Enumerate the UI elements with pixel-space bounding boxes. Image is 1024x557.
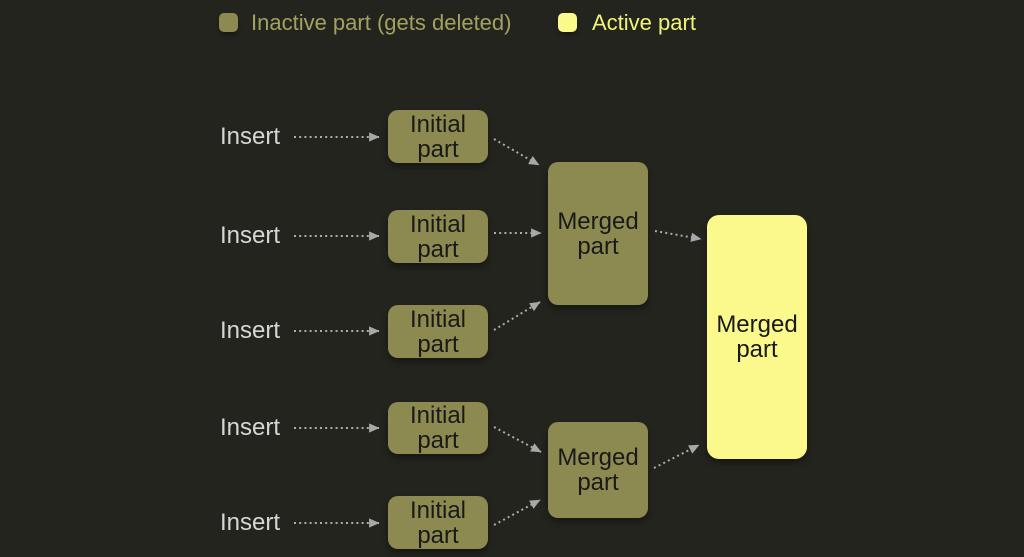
legend-active-swatch [558, 13, 577, 32]
arrow-initial3-merged1 [493, 301, 541, 331]
insert-label-2: Insert [220, 222, 281, 249]
arrow-merged1-final [654, 230, 702, 242]
initial-part-label: Initial part [409, 496, 467, 549]
merged-part-label: Merged part [557, 207, 639, 260]
initial-part-label: Initial part [409, 402, 467, 454]
initial-part-box-2: Initial part [388, 210, 488, 263]
insert-label-1: Insert [220, 123, 281, 150]
insert-label-5: Insert [220, 509, 281, 536]
legend-inactive-label: Inactive part (gets deleted) [251, 10, 512, 35]
merged-part-box-final: Merged part [707, 215, 807, 459]
insert-label-3: Insert [220, 317, 281, 344]
arrow-initial1-merged1 [493, 138, 540, 166]
initial-part-label: Initial part [409, 210, 467, 263]
merged-part-box-1: Merged part [548, 162, 648, 305]
merged-part-label: Merged part [557, 444, 639, 496]
legend-inactive-swatch [219, 13, 238, 32]
insert-label-4: Insert [220, 414, 281, 441]
merged-part-box-2: Merged part [548, 422, 648, 518]
initial-part-box-3: Initial part [388, 305, 488, 358]
arrow-initial4-merged2 [493, 426, 542, 453]
arrow-initial5-merged2 [493, 499, 541, 526]
initial-part-box-1: Initial part [388, 110, 488, 163]
initial-part-label: Initial part [409, 305, 467, 358]
initial-part-box-5: Initial part [388, 496, 488, 549]
legend-active-label: Active part [592, 10, 696, 35]
arrow-merged2-final [653, 444, 700, 469]
initial-part-label: Initial part [409, 110, 467, 163]
merged-part-final-label: Merged part [716, 311, 798, 363]
initial-part-box-4: Initial part [388, 402, 488, 454]
